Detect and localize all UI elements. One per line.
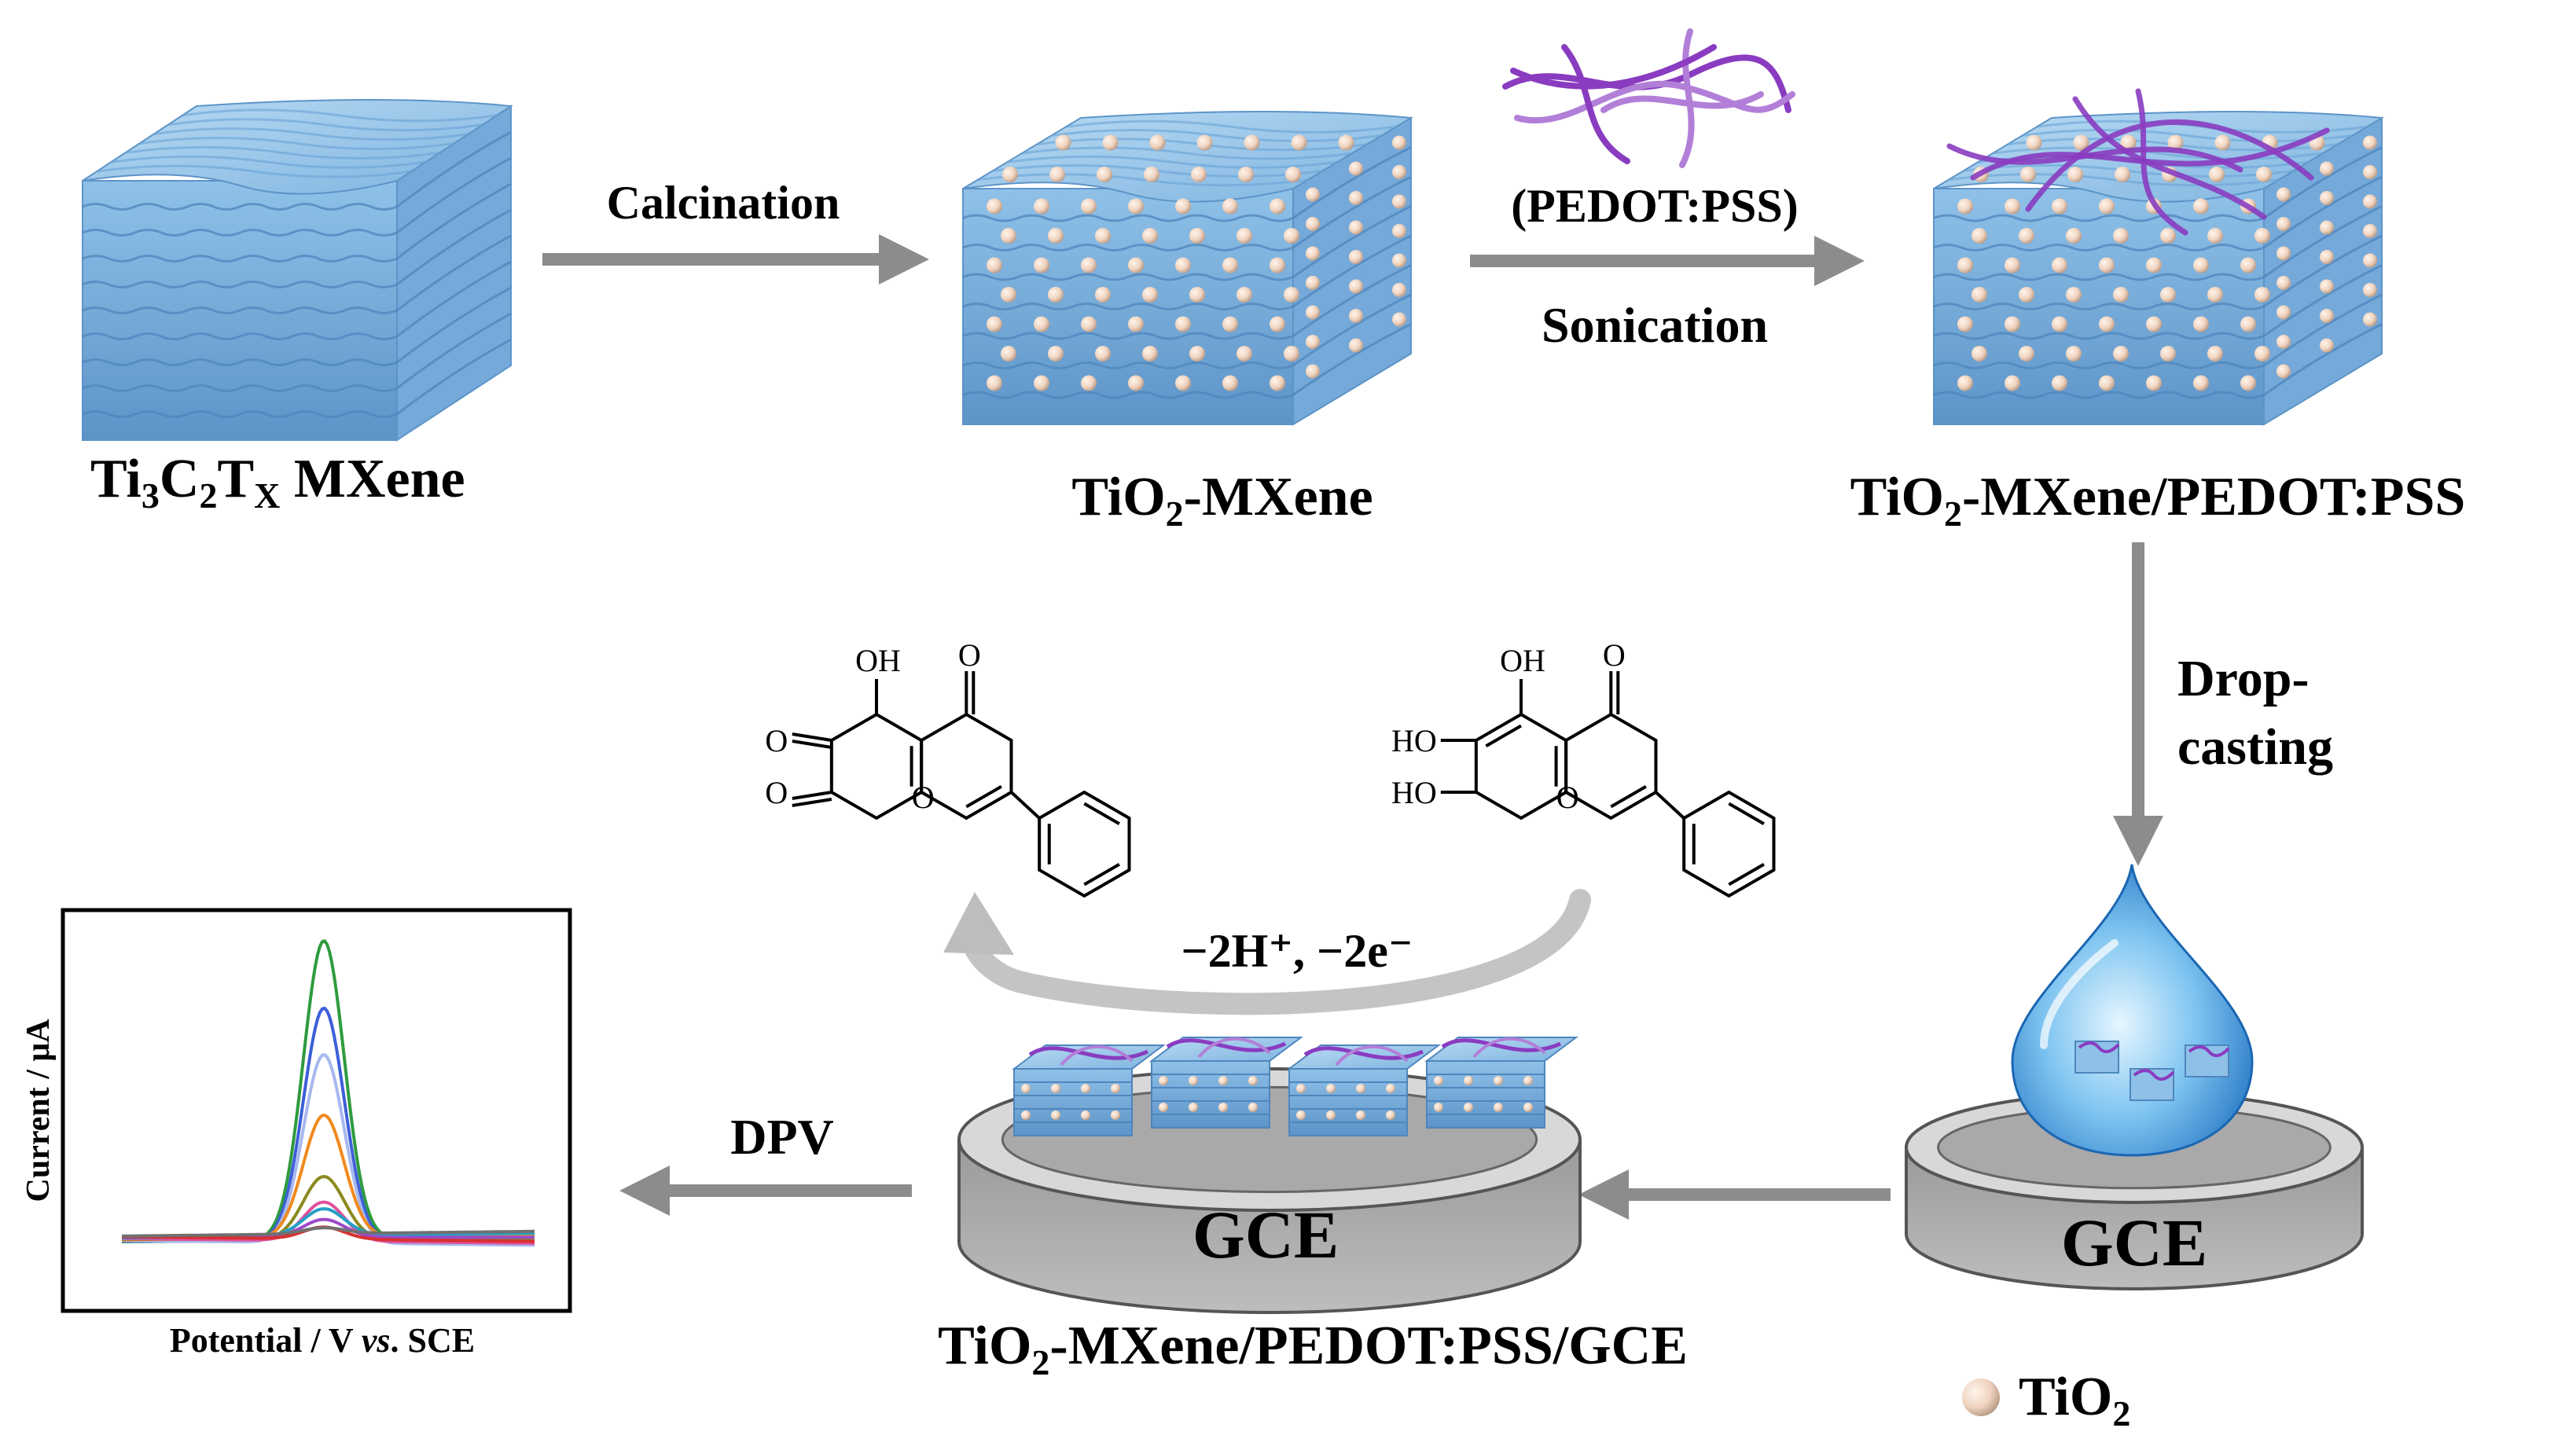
redox-arrow-head: [943, 892, 1014, 955]
molecule-atom-label: O: [1556, 780, 1579, 815]
label-dpv: DPV: [730, 1109, 834, 1165]
mxene-block-image: [82, 99, 513, 442]
label-pedot-pss: (PEDOT:PSS): [1511, 180, 1799, 232]
label-ti3c2tx-mxene: Ti3C2TX MXene: [90, 449, 465, 516]
label-modified-electrode: TiO2-MXene/PEDOT:PSS/GCE: [938, 1316, 1688, 1382]
label-calcination: Calcination: [607, 177, 840, 229]
dpv-curve: [122, 1052, 535, 1247]
label-casting: casting: [2177, 718, 2333, 776]
label-gce-middle: GCE: [1192, 1197, 1339, 1272]
molecule-atom-label: HO: [1391, 775, 1437, 810]
molecule-atom-label: O: [765, 723, 788, 758]
tio2-legend-ball-icon: [1962, 1378, 2000, 1416]
baicalein-structure: O O OH HO HO: [1391, 637, 1776, 898]
molecule-atom-label: OH: [1500, 643, 1545, 678]
dpv-plot-frame: [61, 908, 572, 1313]
label-sonication: Sonication: [1542, 297, 1768, 353]
modified-gce-electrode: [957, 1037, 1582, 1314]
redox-curved-arrow: [960, 889, 1591, 1015]
plot-xlabel: Potential / V vs. SCE: [170, 1321, 475, 1360]
plot-ylabel: Current / μA: [20, 1019, 57, 1202]
legend-tio2: TiO2: [2019, 1367, 2130, 1433]
drop-icon: [2011, 864, 2254, 1157]
molecule-atom-label: O: [765, 775, 788, 810]
tio2-mxene-pedot-block-image: [1933, 88, 2385, 426]
molecule-atom-label: O: [1603, 637, 1626, 673]
label-tio2-mxene-pedot-pss: TiO2-MXene/PEDOT:PSS: [1850, 467, 2466, 534]
tio2-mxene-block-image: [962, 111, 1414, 426]
molecule-atom-label: O: [958, 637, 981, 673]
molecule-atom-label: O: [912, 780, 935, 815]
molecule-atom-label: HO: [1391, 723, 1437, 758]
pedot-pss-fibres-icon: [1502, 28, 1795, 168]
label-redox: −2H⁺, −2e⁻: [1181, 925, 1413, 977]
gce-electrode-with-drop: [1905, 864, 2364, 1290]
label-tio2-mxene: TiO2-MXene: [1071, 467, 1373, 534]
dpv-curves: [122, 938, 535, 1247]
label-drop: Drop-: [2177, 650, 2309, 707]
molecule-atom-label: OH: [855, 643, 901, 678]
dpv-curve: [122, 1226, 535, 1238]
dpv-curve: [122, 1200, 535, 1245]
label-gce-right: GCE: [2061, 1205, 2207, 1280]
